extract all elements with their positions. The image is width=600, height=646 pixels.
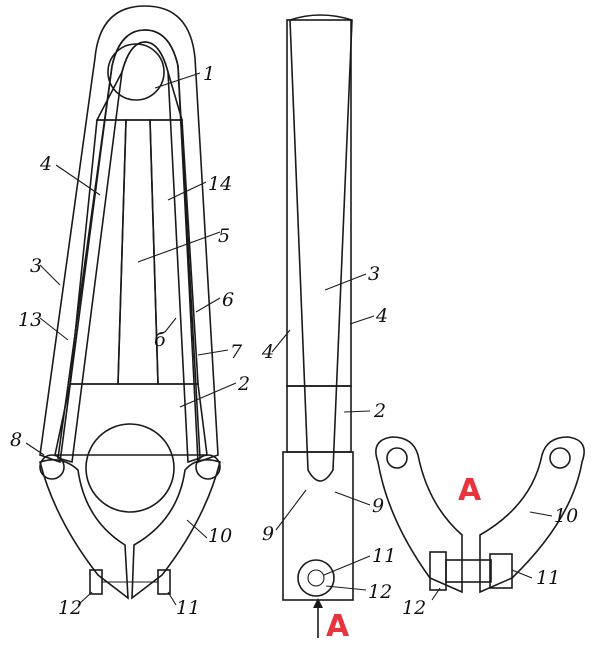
section-callouts: A 10 11 12	[402, 473, 578, 619]
leader-lines	[25, 72, 553, 606]
side-callout-9b: 9	[372, 495, 384, 517]
callout-10: 10	[208, 525, 232, 547]
side-wedge	[289, 14, 353, 482]
section-callout-12: 12	[402, 597, 426, 619]
callout-3: 3	[30, 255, 42, 277]
side-callout-12: 12	[368, 581, 392, 603]
section-view	[375, 436, 585, 594]
side-callouts: 3 4 4 2 9 9 11 12 A	[261, 263, 396, 644]
wedge	[117, 119, 159, 385]
section-red-left	[375, 436, 463, 594]
side-callout-3: 3	[368, 263, 380, 285]
view-arrow-label: A	[326, 609, 350, 644]
section-callout-11: 11	[536, 567, 560, 589]
section-bolt-shank	[445, 559, 492, 583]
pin-bore	[107, 43, 165, 101]
callout-8: 8	[10, 429, 22, 451]
section-red-right	[479, 436, 585, 594]
crank-bore	[85, 423, 175, 513]
side-callout-4b: 4	[261, 341, 274, 363]
side-callout-11: 11	[372, 545, 396, 567]
side-callout-2: 2	[373, 400, 386, 422]
callout-13: 13	[18, 309, 42, 331]
callout-5: 5	[218, 225, 230, 247]
callout-11: 11	[176, 597, 200, 619]
callout-2: 2	[237, 373, 250, 395]
callout-4: 4	[39, 153, 52, 175]
side-lower-block	[282, 451, 354, 601]
section-title: A	[458, 473, 482, 508]
clamp-left	[39, 459, 129, 600]
upper-head	[95, 41, 184, 121]
callout-7: 7	[230, 341, 243, 363]
section-callout-10: 10	[554, 505, 578, 527]
side-bolt	[297, 559, 335, 597]
callout-14: 14	[208, 173, 232, 195]
hinge-left	[39, 454, 65, 480]
callout-6: 6	[222, 289, 234, 311]
pink-block-left	[69, 119, 127, 385]
callout-1: 1	[203, 63, 215, 85]
hinge-right	[195, 454, 221, 480]
callout-12: 12	[58, 597, 82, 619]
side-callout-4a: 4	[375, 305, 388, 327]
section-nut	[489, 553, 513, 589]
callout-b: б	[154, 329, 166, 351]
side-upper-grey	[286, 385, 352, 453]
side-callout-9a: 9	[262, 523, 274, 545]
clamp-right	[131, 459, 221, 600]
front-callouts: 1 4 14 5 3 6 13 б 7 2 8 10 12 11	[10, 63, 250, 619]
side-view	[282, 14, 354, 638]
front-view	[39, 5, 221, 600]
